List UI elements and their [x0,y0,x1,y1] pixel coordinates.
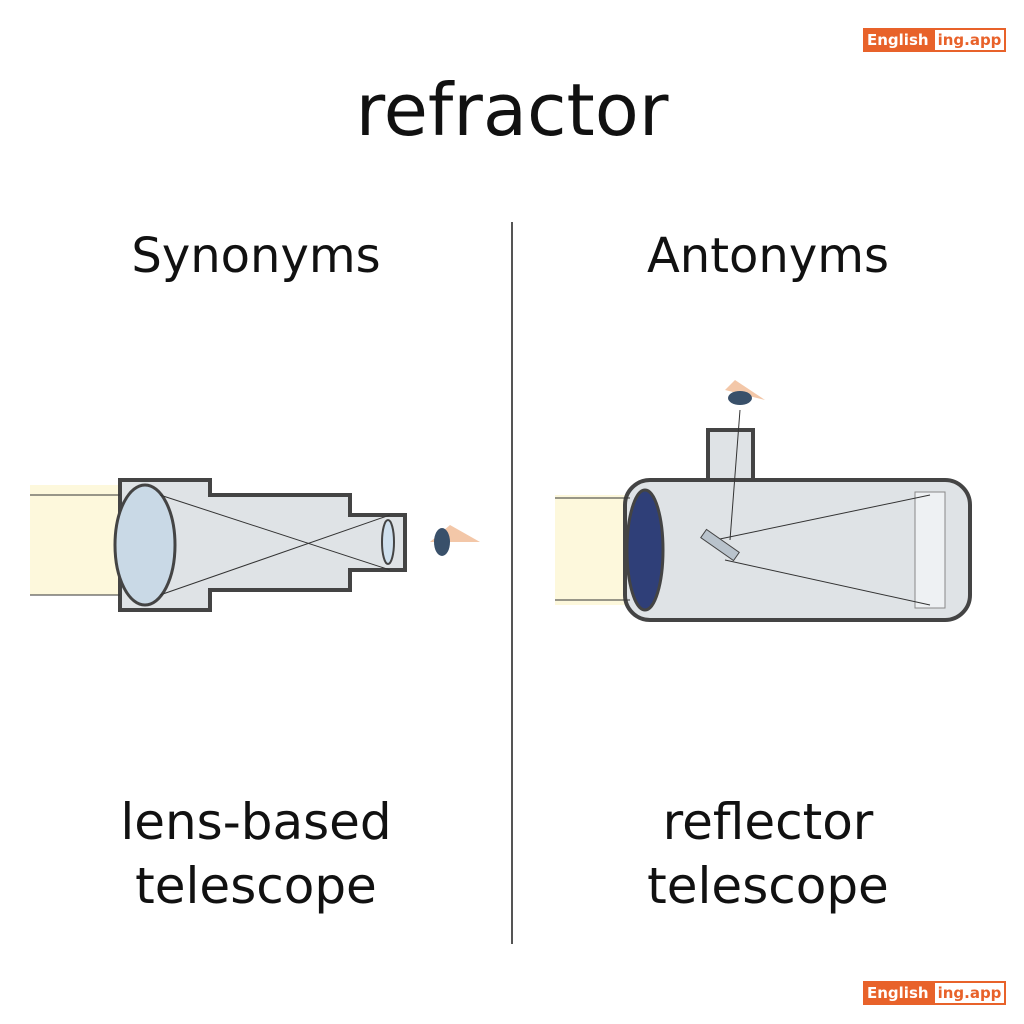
synonyms-heading: Synonyms [131,228,381,284]
logo-part1: English [863,28,933,52]
page-title: refractor [355,68,669,152]
divider [511,222,513,944]
logo-part1: English [863,981,933,1005]
antonym-line1: reflector [662,793,874,851]
logo-part2: ing.app [932,981,1007,1005]
antonyms-heading: Antonyms [646,228,890,284]
antonym-term: reflector telescope [558,790,978,918]
synonym-line2: telescope [135,857,377,915]
reflector-telescope-illustration [555,380,972,622]
logo-part2: ing.app [932,28,1007,52]
synonym-line1: lens-based [120,793,392,851]
synonym-term: lens-based telescope [46,790,466,918]
refractor-telescope-illustration [30,478,480,612]
antonym-line2: telescope [647,857,889,915]
